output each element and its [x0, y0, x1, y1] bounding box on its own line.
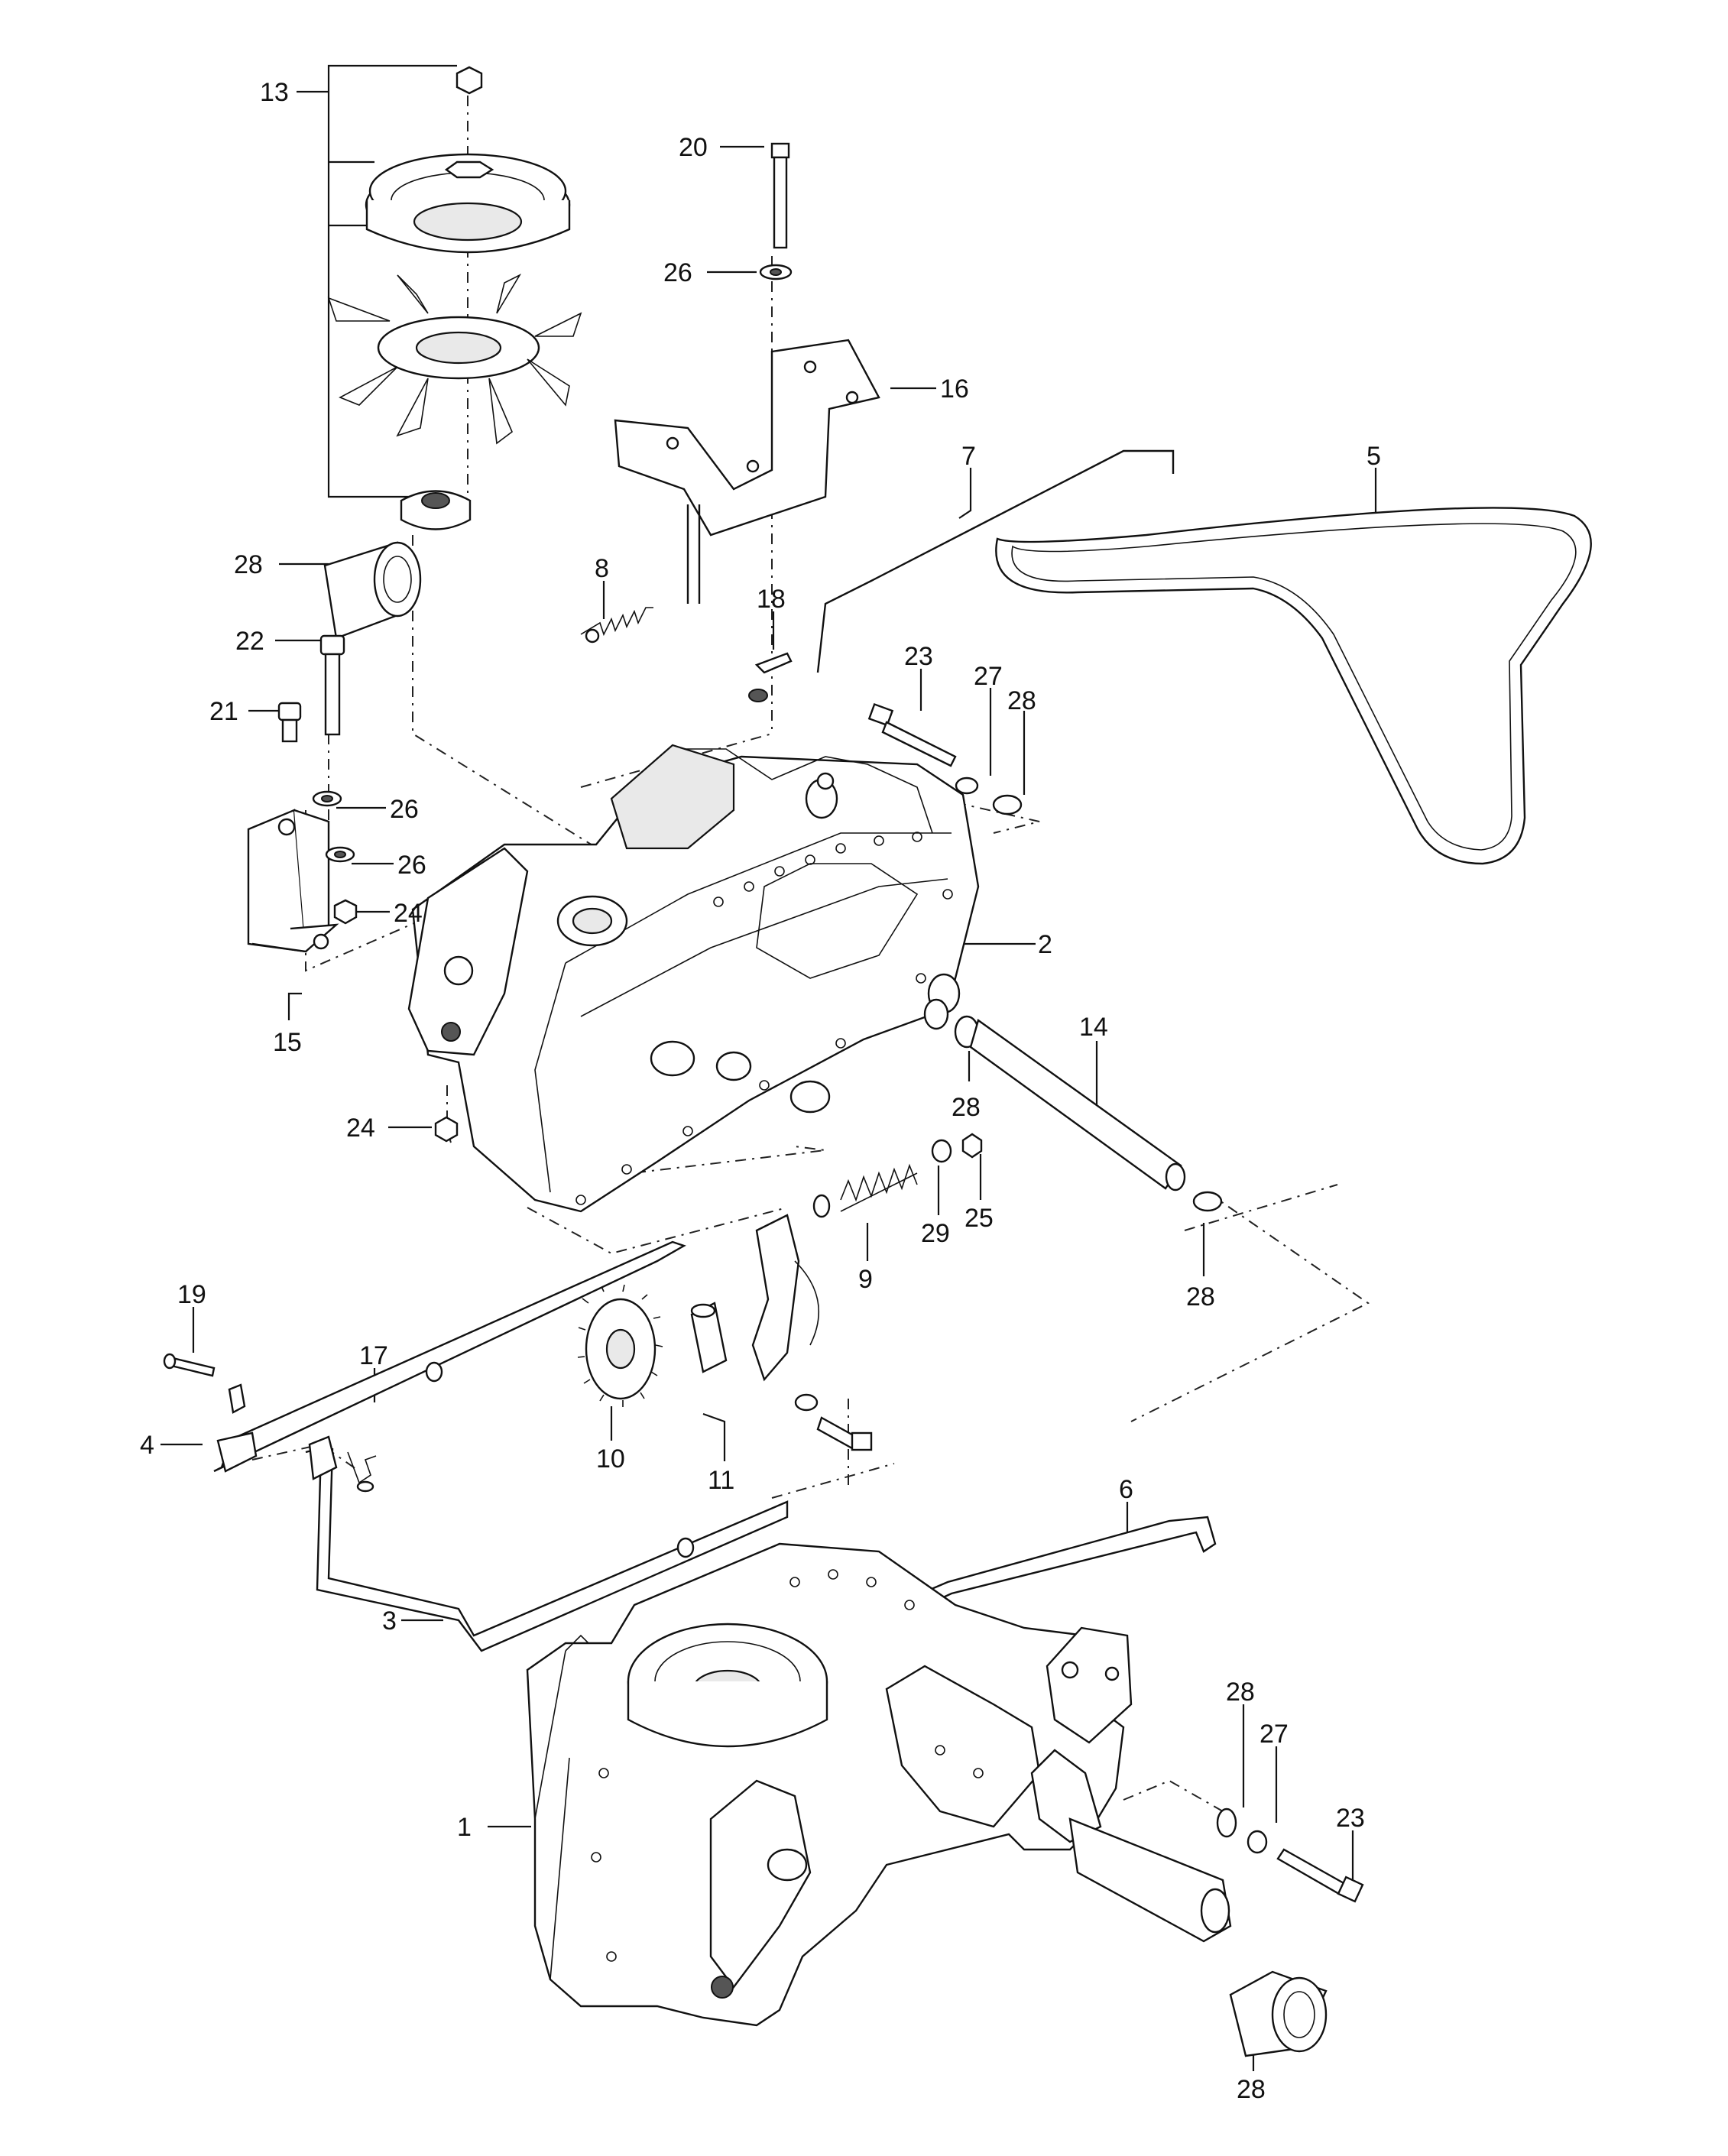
part-16-bracket	[614, 339, 880, 604]
part-22-21-bolts	[277, 634, 345, 743]
callout-8: 8	[595, 554, 609, 583]
part-18-clip	[748, 652, 793, 702]
part-9-spring	[812, 1133, 983, 1218]
callout-21: 21	[209, 697, 238, 726]
callout-18: 18	[757, 585, 786, 614]
callout-28: 28	[952, 1093, 981, 1122]
part-28-27-23-bottom	[1216, 1807, 1364, 1903]
callout-16: 16	[940, 374, 969, 404]
callout-28: 28	[234, 550, 263, 579]
part-14-rod	[923, 998, 1223, 1212]
part-8-spring	[580, 607, 653, 644]
callout-27: 27	[1260, 1720, 1289, 1749]
part-11-arm	[690, 1214, 873, 1451]
part-7-rod	[816, 449, 1175, 673]
callout-28: 28	[1226, 1678, 1255, 1707]
callout-6: 6	[1119, 1475, 1133, 1504]
part-28-sleeve-bottom	[1229, 1970, 1328, 2057]
callout-28: 28	[1237, 2075, 1266, 2104]
callout-3: 3	[382, 1606, 397, 1636]
part-3-rod	[305, 1435, 789, 1652]
callout-19: 19	[177, 1280, 206, 1309]
part-15-bracket	[247, 809, 339, 953]
callout-5: 5	[1367, 442, 1381, 471]
callout-27: 27	[974, 662, 1003, 691]
part-1-transmission	[526, 1542, 1232, 2027]
callout-1: 1	[457, 1813, 472, 1842]
callout-22: 22	[235, 627, 264, 656]
callout-10: 10	[596, 1444, 625, 1474]
callout-23: 23	[904, 642, 933, 671]
callout-28: 28	[1007, 686, 1036, 715]
callout-24: 24	[394, 899, 423, 928]
part-23-27-28-top	[867, 702, 1023, 815]
part-10-sprocket	[577, 1284, 663, 1407]
part-13-pulley-assembly	[327, 66, 582, 530]
callout-20: 20	[679, 133, 708, 162]
callout-labels: 13 20 26 16 7 5 28 8 18 22 23 27 28 21 2…	[140, 78, 1381, 2104]
part-2-transmission	[407, 744, 980, 1213]
callout-29: 29	[921, 1219, 950, 1248]
part-28-sleeve-top	[323, 541, 422, 640]
callout-4: 4	[140, 1431, 154, 1460]
callout-7: 7	[961, 442, 976, 471]
part-20-bolt	[759, 142, 793, 280]
callout-23: 23	[1336, 1804, 1365, 1833]
callout-15: 15	[273, 1028, 302, 1057]
callout-26: 26	[397, 851, 426, 880]
callout-14: 14	[1079, 1013, 1108, 1042]
callout-25: 25	[965, 1204, 994, 1233]
callout-28: 28	[1186, 1282, 1215, 1311]
callout-13: 13	[260, 78, 289, 107]
part-4-rod	[213, 1240, 686, 1473]
part-5-belt	[995, 507, 1592, 865]
callout-26: 26	[390, 795, 419, 824]
part-26-24-washers-nuts	[312, 790, 459, 1143]
callout-11: 11	[708, 1466, 734, 1495]
callout-24: 24	[346, 1114, 375, 1143]
callout-26: 26	[663, 258, 692, 287]
callout-2: 2	[1038, 930, 1052, 959]
callout-17: 17	[359, 1341, 388, 1370]
callout-9: 9	[858, 1265, 873, 1294]
part-19-17-pin-clip	[163, 1353, 377, 1493]
